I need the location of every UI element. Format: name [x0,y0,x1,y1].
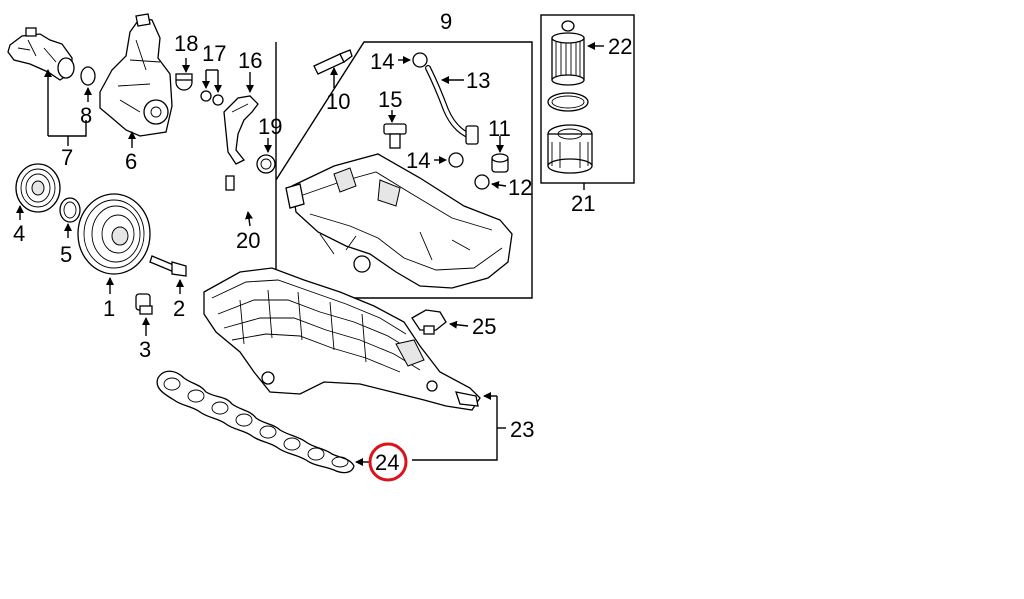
callout-22: 22 [608,34,632,59]
part-20-hose[interactable] [176,175,248,229]
part-23-intake-manifold[interactable] [203,267,481,411]
callout-5: 5 [60,242,72,267]
callout-15: 15 [378,87,402,112]
callout-9: 9 [440,9,452,34]
callout-4: 4 [13,221,25,246]
callout-8: 8 [80,103,92,128]
part-2-bolt[interactable] [149,255,187,277]
callout-17: 17 [202,41,226,66]
part-9-oil-pan[interactable] [285,153,513,289]
callout-6: 6 [125,149,137,174]
part-24-gasket[interactable] [156,370,355,474]
part-11-drain-plug[interactable] [491,153,509,173]
part-21-o-ring[interactable] [547,92,589,112]
part-16-bracket[interactable] [223,95,259,165]
part-17-plug-b[interactable] [212,94,224,106]
part-14-o-ring-upper[interactable] [412,52,428,68]
part-13-tube[interactable] [425,65,479,145]
part-5-ring[interactable] [59,197,81,223]
part-21-group-box [540,14,635,184]
highlight-circle-24 [368,442,408,482]
callout-7: 7 [61,145,73,170]
callout-20: 20 [236,228,260,253]
part-9-group-box [275,41,533,299]
callout-24: 24 [375,450,399,475]
callout-25: 25 [472,314,496,339]
callout-18: 18 [174,31,198,56]
callout-10: 10 [326,89,350,114]
part-18-sensor[interactable] [175,73,193,91]
part-10-sealant-tube[interactable] [313,49,353,75]
callout-2: 2 [173,296,185,321]
callout-23: 23 [510,417,534,442]
part-1-crank-pulley[interactable] [77,193,151,275]
callout-14-upper: 14 [370,49,394,74]
callout-12: 12 [508,175,532,200]
part-22-filter-element[interactable] [551,20,585,86]
callout-16: 16 [238,48,262,73]
callout-21: 21 [571,191,595,216]
part-15-bolt[interactable] [383,123,407,149]
part-12-washer[interactable] [474,174,490,190]
callout-11: 11 [488,116,511,141]
part-3-bolt[interactable] [135,293,153,315]
part-17-plug-a[interactable] [200,90,212,102]
part-4-pulley[interactable] [15,163,61,213]
part-25-map-sensor[interactable] [411,309,447,335]
callout-labels: 1 2 3 4 5 6 7 8 9 10 11 12 13 14 14 15 1… [13,9,632,475]
leader-lines [16,42,604,466]
part-8-o-ring[interactable] [80,66,96,86]
part-14-o-ring-lower[interactable] [448,152,464,168]
part-6-water-pump[interactable] [99,13,173,137]
callout-1: 1 [103,296,115,321]
callout-14-lower: 14 [406,148,430,173]
callout-13: 13 [466,68,490,93]
part-21-filter-cap[interactable] [547,124,593,174]
callout-3: 3 [139,337,151,362]
callout-19: 19 [258,114,282,139]
part-7-thermostat-housing[interactable] [7,27,75,81]
part-19-seal[interactable] [256,154,276,174]
